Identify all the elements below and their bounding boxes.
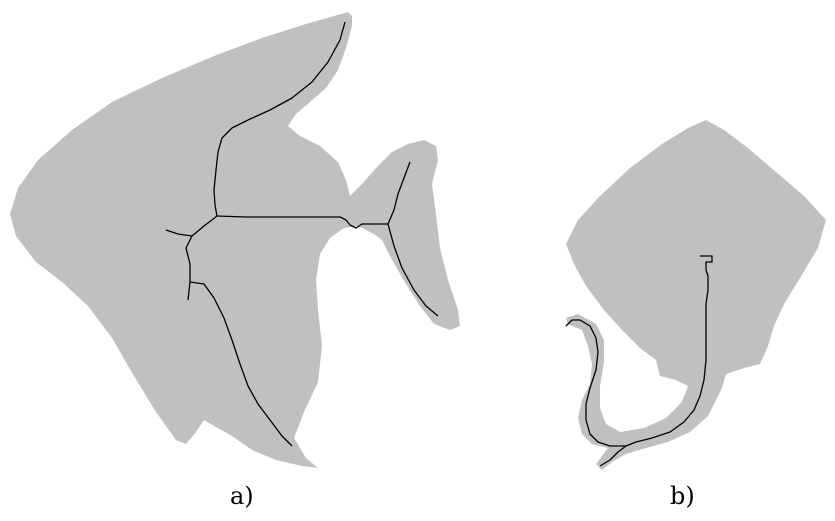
panel-b [566,120,826,470]
stingray-body-silhouette [566,120,826,470]
panel-a [10,12,460,468]
panel-b-caption: b) [670,484,695,508]
panel-a-caption: a) [230,484,254,508]
